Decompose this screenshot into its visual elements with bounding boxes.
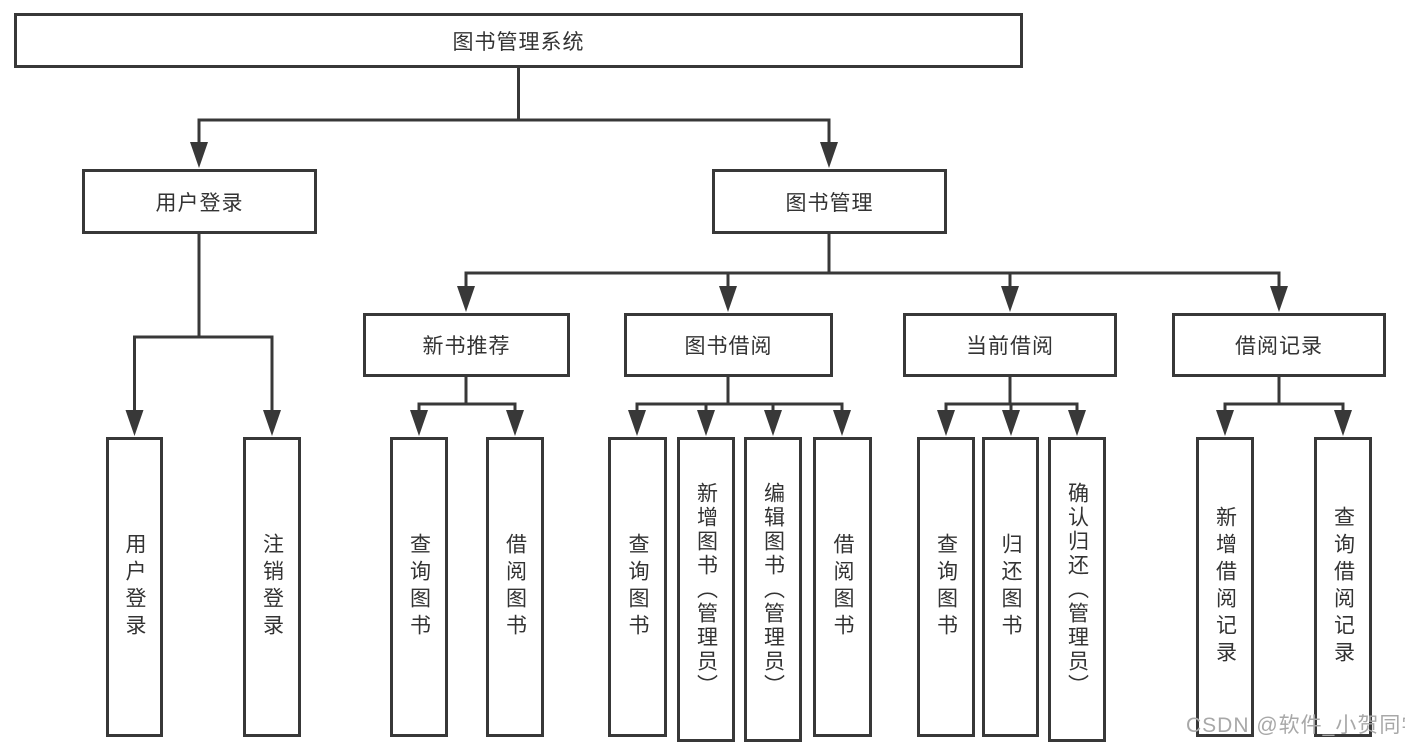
node-borrowing-records: 借阅记录 [1172, 313, 1386, 377]
node-user-login-branch: 用户登录 [82, 169, 317, 234]
csdn-watermark: CSDN @软件_小贺同学 [1186, 714, 1405, 737]
leaf-return-books: 归还图书 [982, 437, 1039, 737]
leaf-edit-books-admin: 编辑图书（管理员） [744, 437, 802, 742]
leaf-logout: 注销登录 [243, 437, 301, 737]
leaf-query-books-current: 查询图书 [917, 437, 975, 737]
leaf-borrow-books-recommend: 借阅图书 [486, 437, 544, 737]
node-book-management-branch: 图书管理 [712, 169, 947, 234]
leaf-confirm-return-admin: 确认归还（管理员） [1048, 437, 1106, 742]
node-new-book-recommendation: 新书推荐 [363, 313, 570, 377]
leaf-add-books-admin: 新增图书（管理员） [677, 437, 735, 742]
leaf-borrow-books-borrowing: 借阅图书 [813, 437, 872, 737]
leaf-add-borrowing-record: 新增借阅记录 [1196, 437, 1254, 737]
leaf-query-books-recommend: 查询图书 [390, 437, 448, 737]
node-current-borrowing: 当前借阅 [903, 313, 1117, 377]
node-book-borrowing: 图书借阅 [624, 313, 833, 377]
node-library-management-system: 图书管理系统 [14, 13, 1023, 68]
leaf-query-books-borrowing: 查询图书 [608, 437, 667, 737]
leaf-user-login: 用户登录 [106, 437, 163, 737]
arrowheads [125, 142, 1352, 436]
leaf-query-borrowing-record: 查询借阅记录 [1314, 437, 1372, 737]
